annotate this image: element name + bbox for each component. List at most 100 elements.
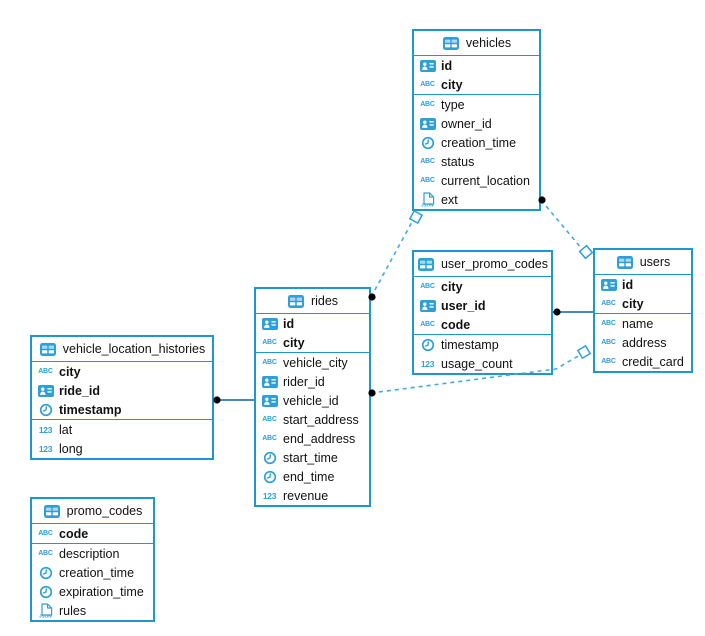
text-type-icon: ABC bbox=[262, 435, 277, 442]
column-row-rules[interactable]: JSON rules bbox=[32, 601, 153, 620]
column-row-user_id[interactable]: user_id bbox=[414, 296, 551, 315]
column-row-ride_id[interactable]: ride_id bbox=[32, 381, 212, 400]
timestamp-icon bbox=[36, 566, 55, 580]
column-row-owner_id[interactable]: owner_id bbox=[414, 114, 539, 133]
column-row-expiration_time[interactable]: expiration_time bbox=[32, 582, 153, 601]
id-card-icon bbox=[260, 394, 279, 407]
column-label: city bbox=[59, 364, 81, 379]
text-type-icon: ABC bbox=[420, 321, 435, 328]
id-card-icon bbox=[418, 59, 437, 72]
table-name: promo_codes bbox=[66, 504, 143, 518]
column-label: id bbox=[283, 316, 295, 331]
column-label: ext bbox=[441, 192, 458, 207]
column-label: revenue bbox=[283, 488, 329, 503]
column-label: city bbox=[283, 335, 305, 350]
table-icon bbox=[417, 257, 436, 271]
relation-vehicles-users[interactable] bbox=[540, 199, 583, 250]
text-type-icon: ABC bbox=[262, 416, 277, 423]
column-label: usage_count bbox=[441, 356, 513, 371]
table-header-rides[interactable]: rides bbox=[256, 289, 369, 314]
table-header-vehicles[interactable]: vehicles bbox=[414, 31, 539, 56]
timestamp-icon bbox=[418, 338, 437, 352]
relation-dot-marker bbox=[553, 308, 561, 316]
table-header-users[interactable]: users bbox=[595, 250, 691, 275]
column-label: vehicle_city bbox=[283, 355, 348, 370]
column-label: timestamp bbox=[59, 402, 122, 417]
timestamp-icon bbox=[260, 470, 279, 484]
timestamp-icon bbox=[260, 451, 279, 465]
column-row-city[interactable]: ABC city bbox=[256, 333, 369, 352]
column-label: status bbox=[441, 154, 475, 169]
table-header-vehicle_location_histories[interactable]: vehicle_location_histories bbox=[32, 337, 212, 362]
table-name: vehicle_location_histories bbox=[62, 342, 206, 356]
text-type-icon: ABC bbox=[420, 158, 435, 165]
column-label: id bbox=[622, 277, 634, 292]
column-label: start_time bbox=[283, 450, 338, 465]
text-type-icon: ABC bbox=[420, 177, 435, 184]
column-row-rider_id[interactable]: rider_id bbox=[256, 372, 369, 391]
json-icon: JSON bbox=[36, 603, 55, 618]
column-row-creation_time[interactable]: creation_time bbox=[414, 133, 539, 152]
column-row-end_time[interactable]: end_time bbox=[256, 467, 369, 486]
column-row-usage_count[interactable]: 123 usage_count bbox=[414, 354, 551, 373]
column-row-creation_time[interactable]: creation_time bbox=[32, 563, 153, 582]
text-type-icon: ABC bbox=[262, 339, 277, 346]
timestamp-icon bbox=[418, 136, 437, 150]
column-row-current_location[interactable]: ABC current_location bbox=[414, 171, 539, 190]
column-row-start_time[interactable]: start_time bbox=[256, 448, 369, 467]
column-row-ext[interactable]: JSON ext bbox=[414, 190, 539, 209]
table-header-user_promo_codes[interactable]: user_promo_codes bbox=[414, 252, 551, 277]
relation-rides-vehicles[interactable] bbox=[370, 221, 413, 298]
column-label: long bbox=[59, 441, 83, 456]
column-row-vehicle_id[interactable]: vehicle_id bbox=[256, 391, 369, 410]
column-row-id[interactable]: id bbox=[256, 314, 369, 333]
column-row-timestamp[interactable]: timestamp bbox=[32, 400, 212, 419]
id-card-icon bbox=[260, 317, 279, 330]
number-icon: 123 bbox=[420, 358, 435, 369]
json-icon: JSON bbox=[418, 192, 437, 207]
column-row-id[interactable]: id bbox=[414, 56, 539, 75]
id-card-icon bbox=[418, 117, 437, 130]
column-label: ride_id bbox=[59, 383, 100, 398]
column-label: current_location bbox=[441, 173, 530, 188]
text-type-icon: ABC bbox=[420, 81, 435, 88]
relation-square-marker bbox=[408, 209, 424, 225]
column-row-timestamp[interactable]: timestamp bbox=[414, 335, 551, 354]
column-row-status[interactable]: ABC status bbox=[414, 152, 539, 171]
column-label: expiration_time bbox=[59, 584, 144, 599]
table-header-promo_codes[interactable]: promo_codes bbox=[32, 499, 153, 524]
column-label: type bbox=[441, 97, 465, 112]
text-type-icon: ABC bbox=[38, 530, 53, 537]
column-row-id[interactable]: id bbox=[595, 275, 691, 294]
